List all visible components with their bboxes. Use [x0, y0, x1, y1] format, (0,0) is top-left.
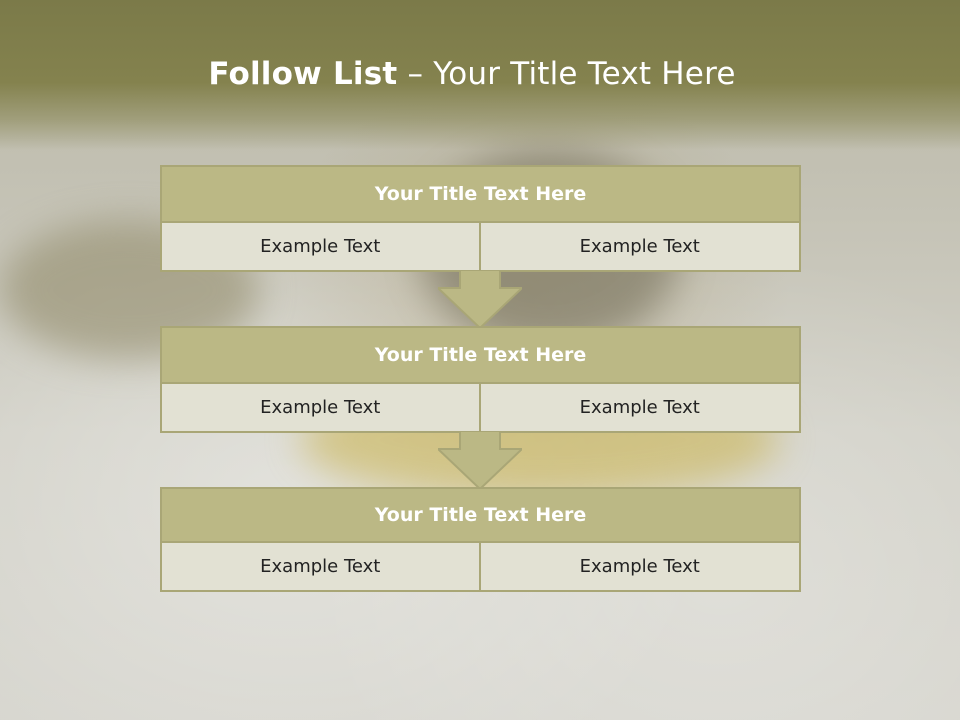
list-block-3: Your Title Text Here Example Text Exampl… — [160, 487, 801, 592]
slide-title: Follow List – Your Title Text Here — [0, 56, 944, 92]
block-row: Example Text Example Text — [160, 384, 801, 433]
block-cell-left: Example Text — [160, 223, 481, 272]
block-title: Your Title Text Here — [160, 326, 801, 384]
block-title: Your Title Text Here — [160, 487, 801, 543]
block-cell-right: Example Text — [480, 384, 801, 433]
down-arrow-icon — [438, 431, 522, 491]
block-row: Example Text Example Text — [160, 543, 801, 592]
slide-title-bold: Follow List — [208, 56, 398, 92]
block-cell-left: Example Text — [160, 384, 481, 433]
down-arrow-icon — [438, 270, 522, 330]
list-block-2: Your Title Text Here Example Text Exampl… — [160, 326, 801, 433]
block-row: Example Text Example Text — [160, 223, 801, 272]
block-cell-left: Example Text — [160, 543, 481, 592]
slide-title-rest: – Your Title Text Here — [397, 56, 736, 92]
block-cell-right: Example Text — [480, 543, 801, 592]
header-band — [0, 0, 960, 150]
list-block-1: Your Title Text Here Example Text Exampl… — [160, 165, 801, 272]
block-cell-right: Example Text — [480, 223, 801, 272]
block-title: Your Title Text Here — [160, 165, 801, 223]
